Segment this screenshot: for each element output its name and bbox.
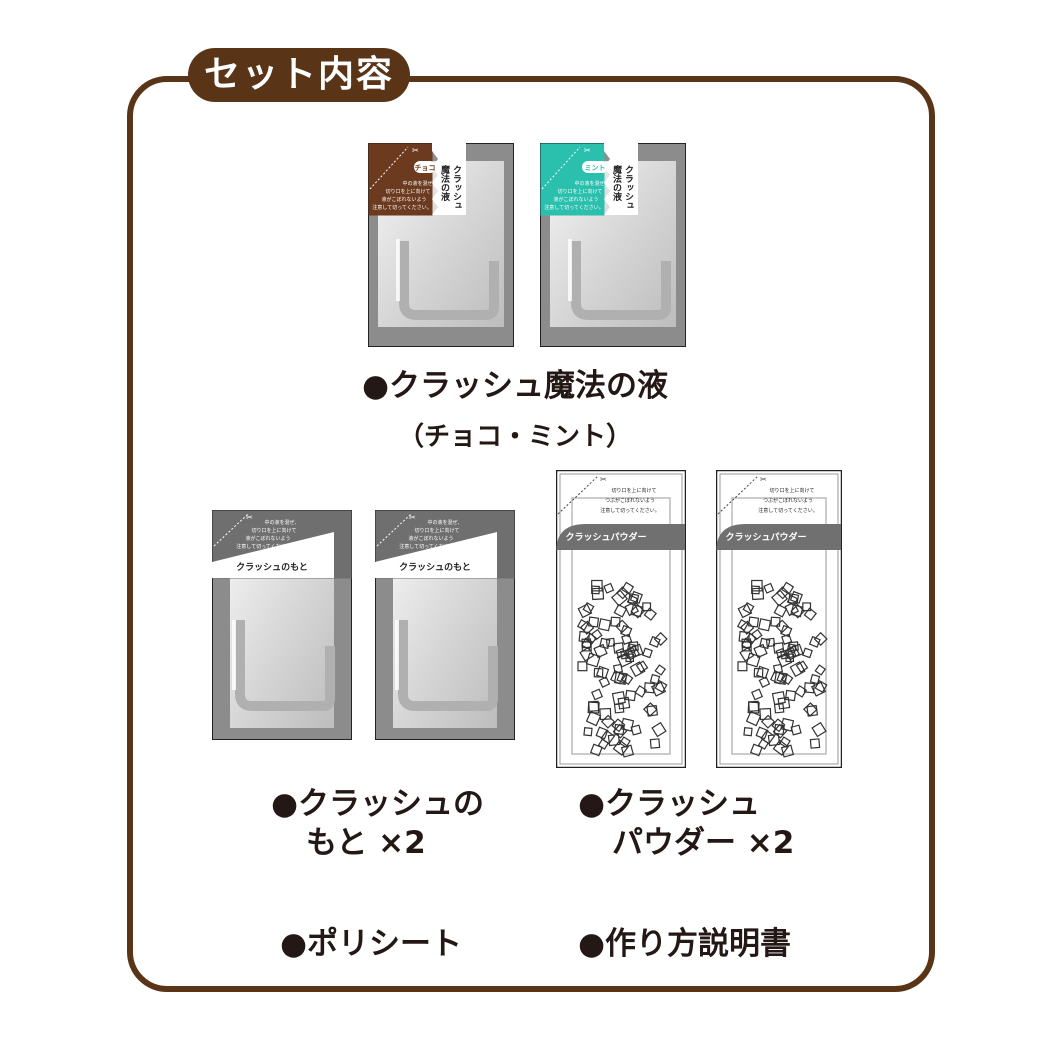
svg-text:注意して切ってください。: 注意して切ってください。: [372, 204, 431, 211]
pack-name: クラッシュのもと: [399, 562, 471, 573]
scissors-icon: ✂: [246, 513, 253, 522]
svg-text:液がこぼれないよう: 液がこぼれないよう: [382, 196, 427, 203]
pack-name-line2: 魔法の液: [611, 164, 623, 202]
base-label-line1: ●クラッシュの: [271, 786, 485, 822]
svg-text:つぶがこぼれないよう: つぶがこぼれないよう: [763, 497, 813, 504]
svg-text:切り口を上に向けて: 切り口を上に向けて: [611, 487, 656, 494]
powder-granules: [576, 579, 668, 758]
pack-name-line1: クラッシュ: [451, 165, 462, 210]
magic-liquid-pack-choco: チョコ クラッシュ 魔法の液 中の液を混ぜ、 切り口を上に向けて 液がこぼれない…: [368, 143, 514, 347]
scissors-icon: ✂: [760, 475, 767, 484]
powder-pack-1: クラッシュパウダー 切り口を上に向けて つぶがこぼれないよう 注意して切ってくだ…: [556, 470, 686, 768]
magic-liquid-label: ●クラッシュ魔法の液: [362, 368, 669, 404]
section-title: セット内容: [188, 48, 410, 102]
scissors-icon: ✂: [412, 146, 419, 155]
svg-text:注意して切ってください。: 注意して切ってください。: [758, 507, 817, 514]
scissors-icon: ✂: [600, 475, 607, 484]
svg-text:中の液を混ぜ、: 中の液を混ぜ、: [427, 519, 462, 526]
magic-liquid-pack-mint: ミント クラッシュ 魔法の液 中の液を混ぜ、 切り口を上に向けて 液がこぼれない…: [540, 143, 686, 347]
scissors-icon: ✂: [409, 513, 416, 522]
pack-name: クラッシュパウダー: [725, 531, 806, 543]
pack-tag: ミント: [585, 164, 606, 172]
svg-text:切り口を上に向けて: 切り口を上に向けて: [557, 188, 602, 195]
manual-label: ●作り方説明書: [578, 926, 792, 962]
pack-name-line2: 魔法の液: [439, 164, 451, 202]
svg-text:注意して切ってください。: 注意して切ってください。: [600, 507, 659, 514]
svg-text:切り口を上に向けて: 切り口を上に向けて: [251, 527, 296, 534]
svg-text:中の液を混ぜ、: 中の液を混ぜ、: [402, 180, 437, 187]
svg-text:液がこぼれないよう: 液がこぼれないよう: [246, 535, 291, 542]
pack-tag: チョコ: [415, 164, 436, 172]
svg-text:つぶがこぼれないよう: つぶがこぼれないよう: [605, 497, 655, 504]
pack-name: クラッシュのもと: [236, 562, 308, 573]
powder-granules: [736, 579, 828, 758]
base-label-line2: もと ×2: [306, 825, 426, 861]
svg-text:中の液を混ぜ、: 中の液を混ぜ、: [574, 180, 609, 187]
svg-text:液がこぼれないよう: 液がこぼれないよう: [554, 196, 599, 203]
poly-sheet-label: ●ポリシート: [280, 926, 463, 962]
svg-text:切り口を上に向けて: 切り口を上に向けて: [414, 527, 459, 534]
base-pack-2: クラッシュのもと 中の液を混ぜ、 切り口を上に向けて 液がこぼれないよう 注意し…: [375, 510, 515, 740]
svg-text:切り口を上に向けて: 切り口を上に向けて: [385, 188, 430, 195]
base-pack-1: クラッシュのもと 中の液を混ぜ、 切り口を上に向けて 液がこぼれないよう 注意し…: [212, 510, 352, 740]
powder-label-line2: パウダー ×2: [612, 825, 795, 861]
scissors-icon: ✂: [584, 146, 591, 155]
svg-text:注意して切ってください。: 注意して切ってください。: [236, 543, 295, 550]
svg-text:中の液を混ぜ、: 中の液を混ぜ、: [264, 519, 299, 526]
svg-text:注意して切ってください。: 注意して切ってください。: [544, 204, 603, 211]
powder-label-line1: ●クラッシュ: [578, 786, 761, 822]
pack-name: クラッシュパウダー: [565, 531, 646, 543]
powder-pack-2: クラッシュパウダー 切り口を上に向けて つぶがこぼれないよう 注意して切ってくだ…: [716, 470, 842, 768]
magic-liquid-sublabel: （チョコ・ミント）: [398, 422, 633, 452]
pack-name-line1: クラッシュ: [623, 165, 634, 210]
svg-text:液がこぼれないよう: 液がこぼれないよう: [409, 535, 454, 542]
svg-text:切り口を上に向けて: 切り口を上に向けて: [769, 487, 814, 494]
svg-text:注意して切ってください。: 注意して切ってください。: [399, 543, 458, 550]
